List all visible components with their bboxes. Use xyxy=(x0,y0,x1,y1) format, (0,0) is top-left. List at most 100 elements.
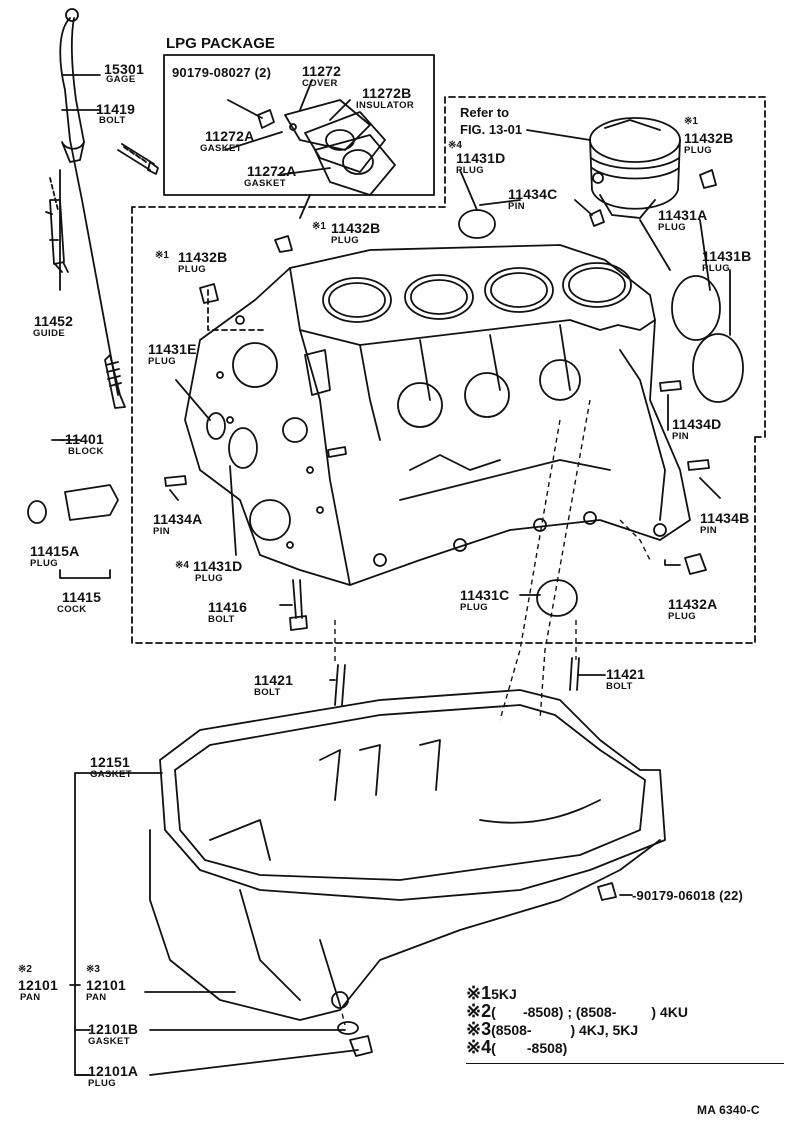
bolt-11416 xyxy=(289,579,308,631)
bolt-11419 xyxy=(117,143,159,175)
part-12151-name: GASKET xyxy=(90,769,132,780)
part-12101-3-star: ※3 xyxy=(86,964,100,975)
refer-text-line2: FIG. 13-01 xyxy=(460,122,523,137)
plug-11415a xyxy=(27,500,47,524)
part-11431a-number: 11431A xyxy=(658,207,708,223)
part-12101-3-name: PAN xyxy=(86,992,107,1003)
part-11432b-right-name: PLUG xyxy=(684,145,712,156)
part-11419-number: 11419 xyxy=(96,101,136,117)
pin-11434b xyxy=(687,459,710,471)
part-11431e-number: 11431E xyxy=(148,341,197,357)
plug-11431e xyxy=(206,412,226,440)
part-11431b-name: PLUG xyxy=(702,263,730,274)
plug-11431a xyxy=(671,275,721,341)
plug-11432b-right xyxy=(699,169,717,189)
part-11272b-name: INSULATOR xyxy=(356,100,415,111)
lpg-package-box xyxy=(163,54,435,196)
part-11434c-name: PIN xyxy=(508,201,526,212)
note-4: ※4( -8508) xyxy=(466,1037,568,1057)
part-11432b-right-number: 11432B xyxy=(684,130,734,146)
part-11431d-top-name: PLUG xyxy=(456,165,484,176)
part-11415a-number: 11415A xyxy=(30,543,80,559)
part-11432b-center-number: 11432B xyxy=(331,220,381,236)
part-11421-left-number: 11421 xyxy=(254,672,294,688)
part-11434b-name: PIN xyxy=(700,525,718,536)
part-11431d-left-star: ※4 xyxy=(175,560,189,571)
part-11432a-number: 11432A xyxy=(668,596,718,612)
part-11416-number: 11416 xyxy=(208,599,248,615)
part-15301-name: GAGE xyxy=(106,74,136,85)
part-11272a-2-name: GASKET xyxy=(244,178,286,189)
part-12101-3-number: 12101 xyxy=(86,977,126,993)
part-11272a-1-number: 11272A xyxy=(205,128,255,144)
part-12101a-name: PLUG xyxy=(88,1078,116,1089)
part-11432b-left-star: ※1 xyxy=(155,250,169,261)
note-3: ※3(8508- ) 4KJ, 5KJ xyxy=(466,1019,639,1039)
part-11434b-number: 11434B xyxy=(700,510,750,526)
part-11431d-left-name: PLUG xyxy=(195,573,223,584)
dipstick-gage xyxy=(59,8,126,409)
bolts-11421 xyxy=(334,657,580,706)
plug-11432b-center xyxy=(274,235,293,253)
piston xyxy=(526,117,681,227)
plug-11431b xyxy=(692,333,744,403)
block-assembly-dashed-box xyxy=(131,96,766,644)
part-11432b-left-number: 11432B xyxy=(178,249,228,265)
part-11434a-name: PIN xyxy=(153,526,171,537)
plug-12101a xyxy=(349,1035,373,1057)
plug-11432b-left xyxy=(199,283,219,304)
nut-90179 xyxy=(597,882,617,901)
part-11415-name: COCK xyxy=(57,604,87,615)
part-11431b-number: 11431B xyxy=(702,248,752,264)
part-11421-right-name: BOLT xyxy=(606,681,633,692)
part-11432b-right-star: ※1 xyxy=(684,116,698,127)
notes-box: ※15KJ ※2( -8508) ; (8508- ) 4KU ※3(8508-… xyxy=(466,984,786,1060)
oil-pan xyxy=(149,689,666,1021)
part-11415-number: 11415 xyxy=(62,589,102,605)
part-11432b-center-name: PLUG xyxy=(331,235,359,246)
refer-text-line1: Refer to xyxy=(460,105,510,120)
gasket-12101b xyxy=(337,1021,359,1035)
part-11431d-left-number: 11431D xyxy=(193,558,243,574)
part-11415a-name: PLUG xyxy=(30,558,58,569)
part-11431a-name: PLUG xyxy=(658,222,686,233)
plug-11431d-top xyxy=(458,209,496,239)
part-12151-number: 12151 xyxy=(90,754,130,770)
part-11434d-name: PIN xyxy=(672,431,690,442)
part-11272-name: COVER xyxy=(302,78,338,89)
part-12101a-number: 12101A xyxy=(88,1063,139,1079)
part-11416-name: BOLT xyxy=(208,614,235,625)
part-11272-number: 11272 xyxy=(302,63,342,79)
plug-11432a xyxy=(684,553,707,575)
plug-11431c xyxy=(536,579,578,617)
part-11421-right-number: 11421 xyxy=(606,666,646,682)
part-11431d-top-star: ※4 xyxy=(448,140,462,151)
part-15301-number: 15301 xyxy=(104,61,144,77)
part-11434c-number: 11434C xyxy=(508,186,558,202)
part-11431d-top-number: 11431D xyxy=(456,150,506,166)
part-90179-08027-number: 90179-08027 (2) xyxy=(172,65,272,80)
part-11432a-name: PLUG xyxy=(668,611,696,622)
part-12101b-name: GASKET xyxy=(88,1036,130,1047)
cylinder-block xyxy=(184,244,691,586)
part-11432b-left-name: PLUG xyxy=(178,264,206,275)
pin-11434a xyxy=(164,475,187,487)
lpg-package-title: LPG PACKAGE xyxy=(166,35,275,52)
lpg-parts xyxy=(224,79,396,196)
note-2: ※2( -8508) ; (8508- ) 4KU xyxy=(466,1001,688,1021)
pin-11434d xyxy=(659,380,682,392)
part-12101-2-name: PAN xyxy=(20,992,41,1003)
part-11452-number: 11452 xyxy=(34,313,74,329)
plug-11431d-left xyxy=(228,427,258,469)
part-11401-name: BLOCK xyxy=(68,446,104,457)
part-11431c-number: 11431C xyxy=(460,587,510,603)
part-11421-left-name: BOLT xyxy=(254,687,281,698)
part-11434d-number: 11434D xyxy=(672,416,722,432)
notes-underline xyxy=(466,1063,784,1064)
pin-11434-mid xyxy=(327,446,347,458)
part-11401-number: -11401 xyxy=(60,431,105,447)
part-90179-06018-number: -90179-06018 (22) xyxy=(632,888,744,903)
part-11419-name: BOLT xyxy=(99,115,126,126)
